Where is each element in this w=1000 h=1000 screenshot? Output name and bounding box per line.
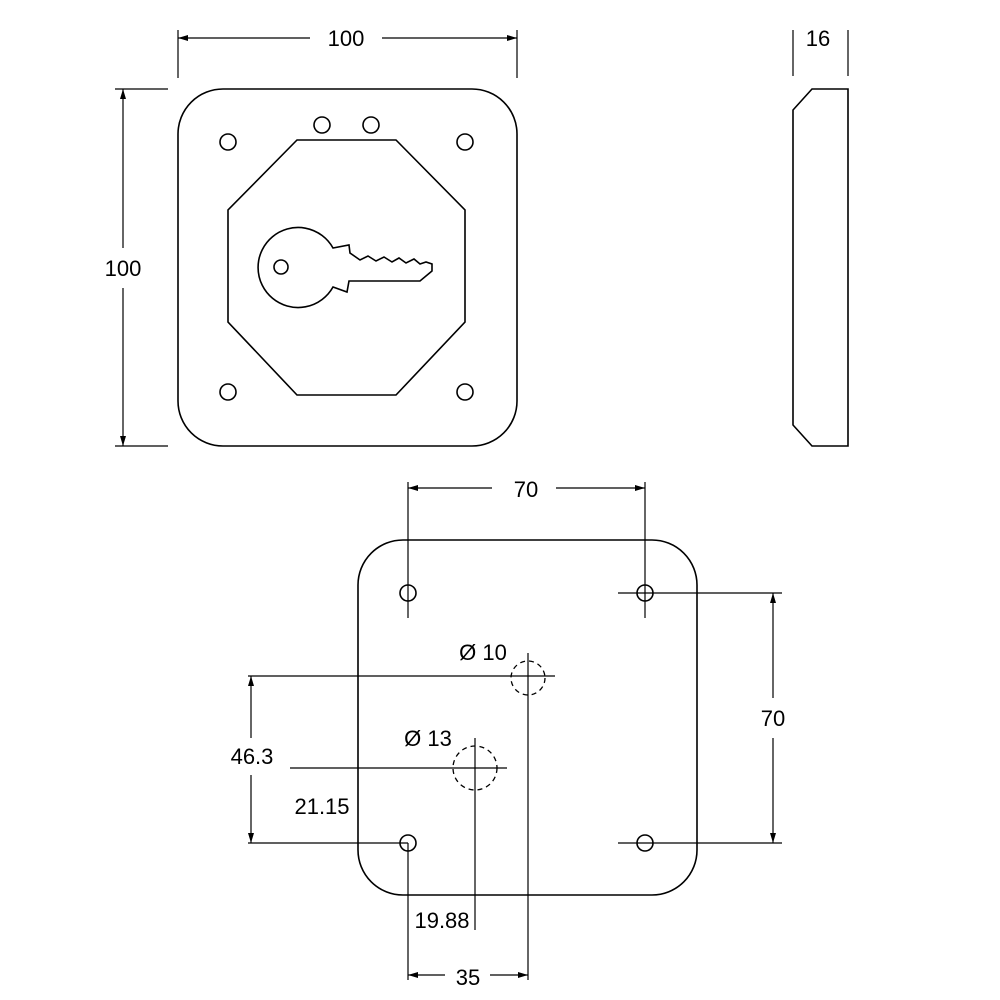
mounting-hole [219,383,237,401]
hole-10 [510,660,546,696]
mounting-hole [456,133,474,151]
thickness-dimension: 16 [806,26,830,51]
top-hole [313,116,331,134]
width-dimension: 100 [328,26,365,51]
key-icon [257,226,433,309]
diameter-13-label: Ø 13 [404,726,452,751]
side-view: 16 [792,26,849,447]
offset-21-dimension: 21.15 [294,794,349,819]
front-view: 100 100 [105,26,518,447]
offset-19-dimension: 19.88 [414,908,469,933]
vertical-spacing-dimension: 70 [761,706,785,731]
top-hole [362,116,380,134]
plate-outline [177,88,518,447]
octagon-recess [227,139,466,396]
side-profile [792,88,849,447]
height-dimension: 100 [105,256,142,281]
mounting-hole [219,133,237,151]
offset-35-dimension: 35 [456,965,480,990]
rear-view: 70 70 46.3 21.15 19.88 35 Ø 10 Ø 13 [231,477,786,990]
horizontal-spacing-dimension: 70 [514,477,538,502]
diameter-10-label: Ø 10 [459,640,507,665]
offset-46-dimension: 46.3 [231,744,274,769]
mounting-hole [456,383,474,401]
